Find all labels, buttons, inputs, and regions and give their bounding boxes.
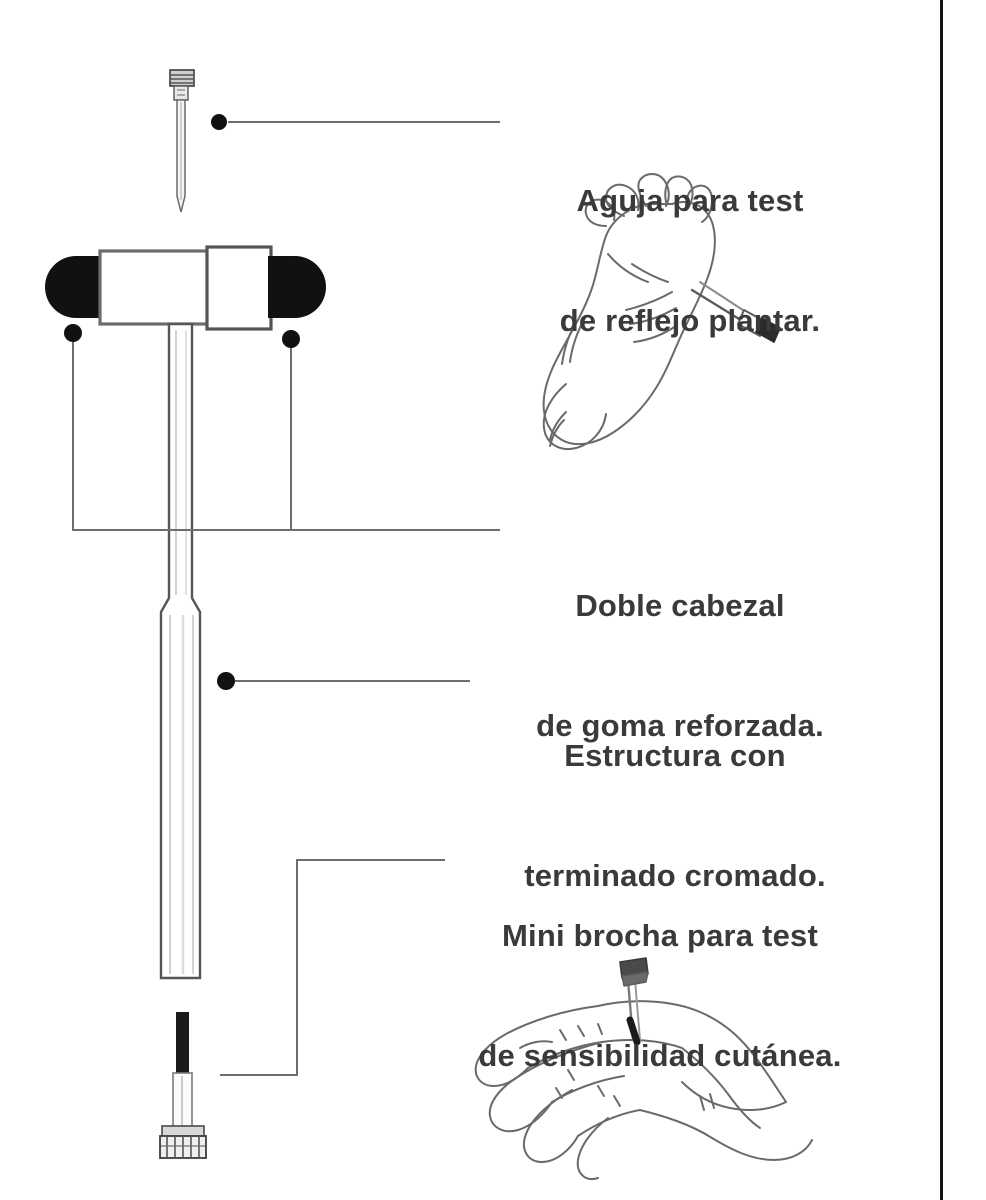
- callout-label-mini-brush-line1: Mini brocha para test: [502, 917, 818, 953]
- hand-sketch-illustration: [474, 957, 813, 1180]
- callout-label-chrome-shaft-line1: Estructura con: [564, 737, 786, 773]
- callout-dot-head-left: [64, 324, 82, 342]
- callout-label-chrome-shaft-line2: terminado cromado.: [524, 858, 826, 894]
- handle-neck: [159, 322, 202, 980]
- callout-leader-needle: [211, 114, 500, 130]
- rubber-head-right: [268, 256, 326, 318]
- callout-label-mini-brush-line2: de sensibilidad cutánea.: [478, 1038, 842, 1074]
- rubber-head-left: [45, 256, 103, 318]
- callout-label-chrome-shaft: Estructura con terminado cromado.: [480, 655, 870, 977]
- brush-part-illustration: [159, 1012, 207, 1159]
- callout-dot-needle: [211, 114, 227, 130]
- callout-dot-shaft: [217, 672, 235, 690]
- callout-leader-double-head: [64, 324, 500, 531]
- hammer-illustration: [45, 245, 326, 980]
- needle-part-illustration: [169, 69, 195, 213]
- head-body-left: [98, 249, 212, 326]
- callout-label-double-head: Doble cabezal de goma reforzada.: [490, 505, 870, 827]
- callout-leader-chrome-shaft: [217, 672, 470, 690]
- callout-label-needle: Aguja para test de reflejo plantar.: [500, 100, 880, 422]
- callout-label-double-head-line1: Doble cabezal: [575, 587, 785, 623]
- callout-leader-mini-brush: [220, 859, 445, 1076]
- callout-dot-head-right: [282, 330, 300, 348]
- callout-label-needle-line1: Aguja para test: [576, 182, 804, 218]
- callout-label-needle-line2: de reflejo plantar.: [559, 303, 821, 339]
- head-body-right: [205, 245, 273, 331]
- callout-label-double-head-line2: de goma reforzada.: [536, 708, 824, 744]
- foot-sketch-illustration: [542, 173, 781, 450]
- callout-label-mini-brush: Mini brocha para test de sensibilidad cu…: [450, 835, 870, 1157]
